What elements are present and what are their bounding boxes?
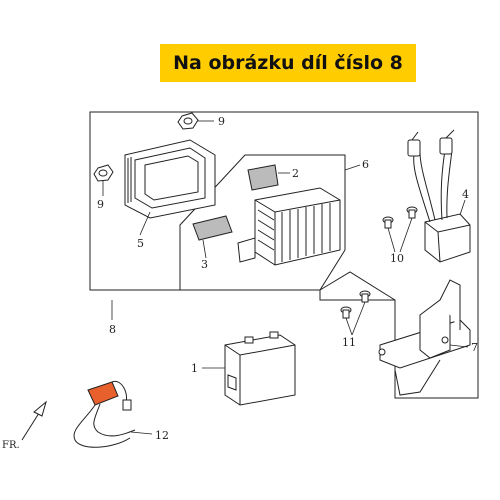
leader-lines [102, 120, 469, 435]
callout-4: 4 [462, 188, 469, 201]
bolt-part-11-a [340, 306, 352, 319]
control-unit-part-6 [237, 187, 341, 266]
pad-part-3 [192, 215, 233, 241]
part-highlight-banner: Na obrázku díl číslo 8 [160, 44, 416, 82]
mounting-bracket-part-7 [378, 279, 471, 396]
bolt-part-10-b [406, 206, 418, 219]
callout-1: 1 [191, 362, 198, 375]
nut-part-9-top [177, 112, 199, 130]
switch-part-12 [73, 380, 136, 448]
front-direction-arrow-icon [21, 400, 47, 441]
pad-part-2 [247, 164, 279, 191]
bracket-11-outline [319, 271, 396, 301]
callout-10: 10 [390, 252, 404, 265]
callout-3: 3 [201, 258, 208, 271]
front-direction-label: FR. [2, 440, 20, 451]
bolt-part-11-b [359, 290, 371, 303]
callout-2: 2 [292, 167, 299, 180]
callout-9-left: 9 [97, 198, 104, 211]
callout-6: 6 [362, 158, 369, 171]
banner-text: Na obrázku díl číslo 8 [173, 52, 403, 74]
cover-frame-part [124, 139, 216, 219]
regulator-part-4 [407, 129, 471, 263]
battery-part-1 [224, 331, 296, 406]
callout-5: 5 [137, 237, 144, 250]
callout-11: 11 [342, 336, 356, 349]
callout-7: 7 [471, 341, 478, 354]
callout-9-top: 9 [218, 115, 225, 128]
callout-12: 12 [155, 429, 169, 442]
nut-part-9-left [93, 164, 114, 182]
bolt-part-10-a [382, 216, 394, 229]
callout-8: 8 [109, 323, 116, 336]
